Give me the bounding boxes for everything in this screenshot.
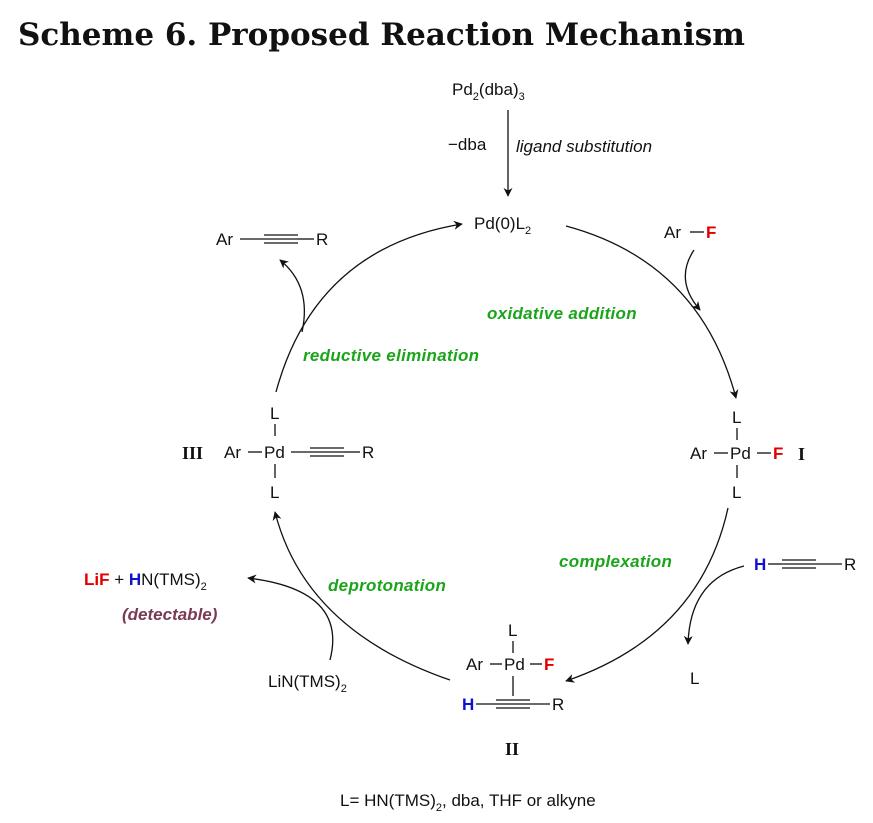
svg-text:Ar: Ar <box>224 443 241 462</box>
svg-text:L: L <box>732 408 741 427</box>
svg-text:H: H <box>462 695 474 714</box>
released-ligand: L <box>690 669 699 688</box>
svg-text:R: R <box>552 695 564 714</box>
alkyne-product: Ar R <box>216 230 328 249</box>
arc-reductive-elimination <box>275 220 463 393</box>
catalyst-formula: Pd(0)L2 <box>474 214 531 237</box>
label-intermediate-I: I <box>798 444 805 464</box>
detectable-note: (detectable) <box>122 605 218 624</box>
svg-text:Ar: Ar <box>690 444 707 463</box>
arrow-product-out <box>279 259 305 333</box>
intermediate-II: L Ar Pd F H R <box>462 621 564 714</box>
ligand-footnote: L= HN(TMS)2, dba, THF or alkyne <box>340 791 596 814</box>
svg-text:L: L <box>270 404 279 423</box>
arrow-alkyne-in-ligand-out <box>683 565 745 645</box>
svg-text:F: F <box>544 655 554 674</box>
arrow-arf-in <box>684 249 701 311</box>
aryl-fluoride-reagent: Ar F <box>664 223 716 242</box>
svg-text:L: L <box>732 483 741 502</box>
svg-text:L: L <box>508 621 517 640</box>
label-intermediate-III: III <box>182 443 203 463</box>
svg-text:Ar: Ar <box>664 223 681 242</box>
svg-text:Pd: Pd <box>504 655 525 674</box>
scheme-title: Scheme 6. Proposed Reaction Mechanism <box>18 17 745 53</box>
base-formula: LiN(TMS)2 <box>268 672 347 695</box>
svg-text:R: R <box>844 555 856 574</box>
svg-text:Pd: Pd <box>264 443 285 462</box>
label-intermediate-II: II <box>505 739 519 759</box>
svg-text:Ar: Ar <box>466 655 483 674</box>
step-oxidative-addition: oxidative addition <box>487 304 637 323</box>
terminal-alkyne-reagent: H R <box>754 555 856 574</box>
dba-loss: −dba <box>448 135 487 154</box>
intermediate-I: L Ar Pd F L <box>690 408 783 502</box>
svg-text:R: R <box>316 230 328 249</box>
svg-text:H: H <box>754 555 766 574</box>
svg-text:Pd: Pd <box>730 444 751 463</box>
svg-text:F: F <box>706 223 716 242</box>
arrow-base-to-byproducts <box>247 574 334 661</box>
step-complexation: complexation <box>559 552 672 571</box>
arc-deprotonation <box>272 511 451 681</box>
svg-text:L: L <box>270 483 279 502</box>
ligand-substitution-label: ligand substitution <box>516 137 652 156</box>
byproducts-formula: LiF + HN(TMS)2 <box>84 570 207 593</box>
svg-text:F: F <box>773 444 783 463</box>
svg-text:R: R <box>362 443 374 462</box>
arc-oxidative-addition <box>565 225 739 399</box>
svg-text:Ar: Ar <box>216 230 233 249</box>
step-reductive-elimination: reductive elimination <box>303 346 479 365</box>
intermediate-III: L Ar Pd R L <box>224 404 374 502</box>
precursor-formula: Pd2(dba)3 <box>452 80 525 103</box>
arc-complexation <box>565 507 729 683</box>
step-deprotonation: deprotonation <box>328 576 446 595</box>
